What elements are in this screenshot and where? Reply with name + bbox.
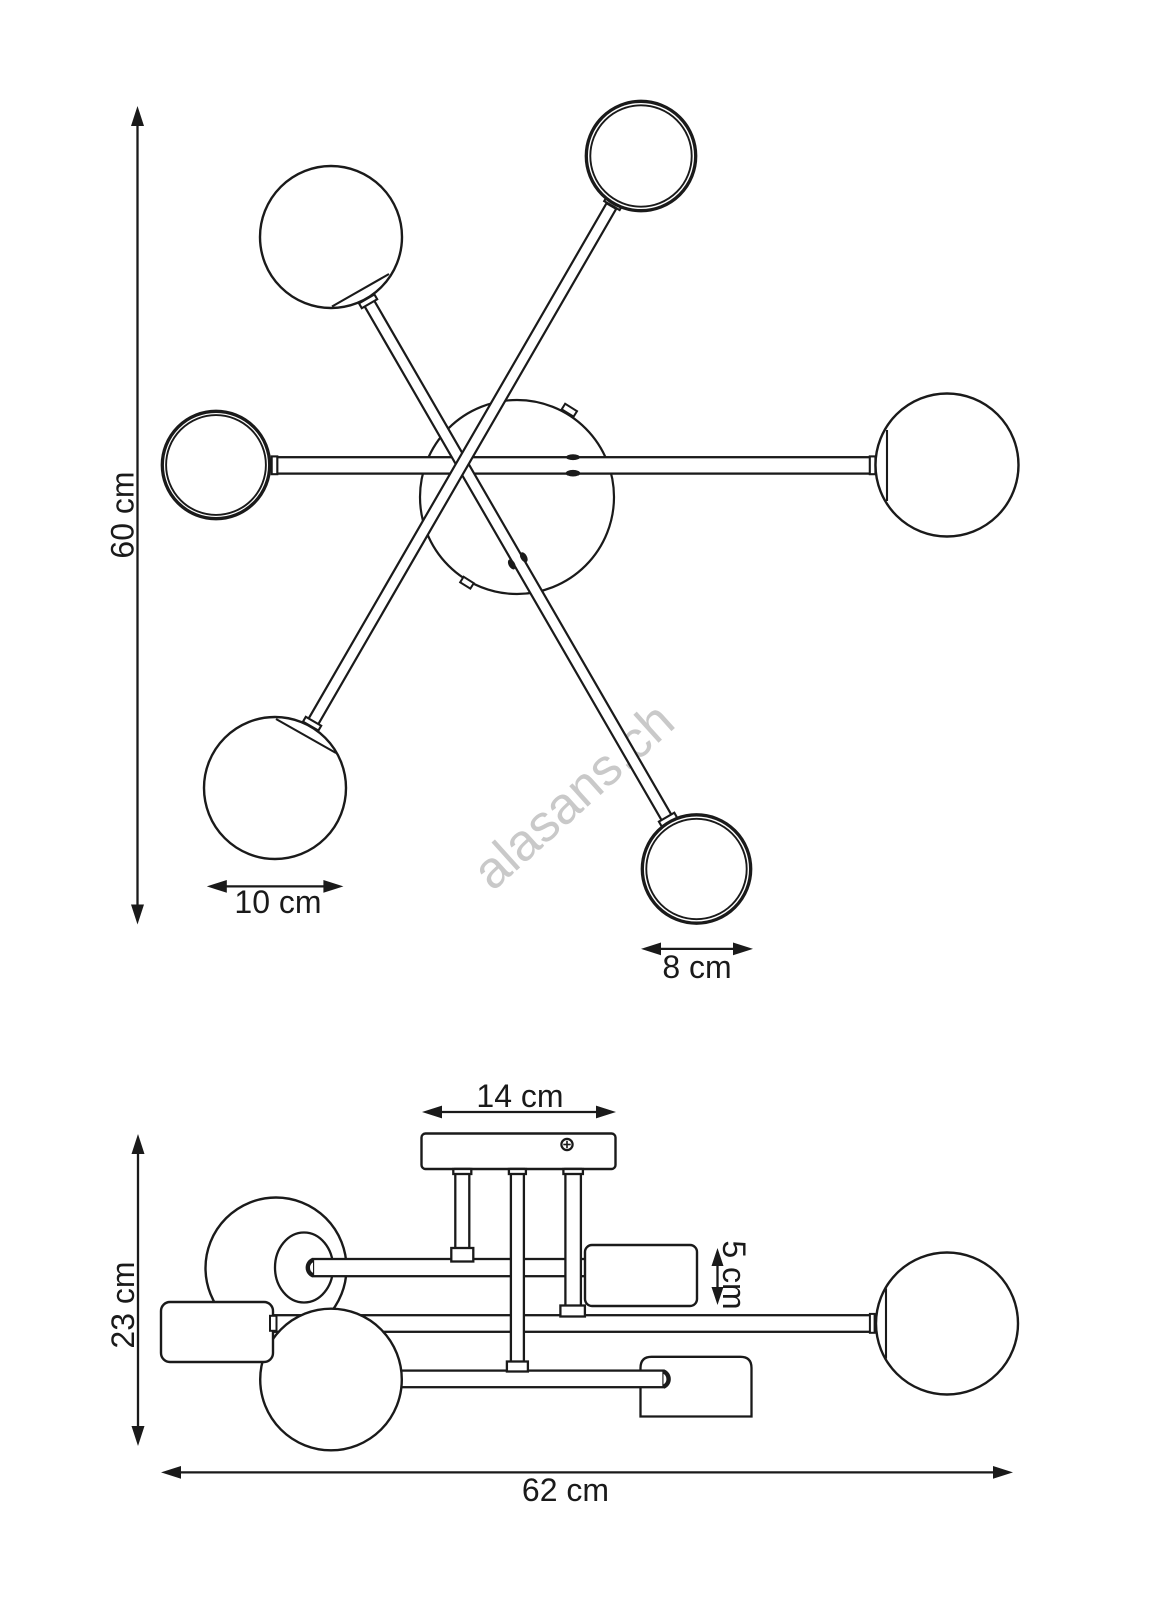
svg-text:5 cm: 5 cm bbox=[716, 1240, 752, 1309]
svg-text:14 cm: 14 cm bbox=[476, 1078, 563, 1114]
svg-text:62 cm: 62 cm bbox=[522, 1472, 609, 1508]
svg-text:23 cm: 23 cm bbox=[105, 1261, 141, 1348]
svg-text:10 cm: 10 cm bbox=[234, 884, 321, 920]
svg-text:60 cm: 60 cm bbox=[105, 471, 141, 558]
svg-text:8 cm: 8 cm bbox=[662, 949, 731, 985]
